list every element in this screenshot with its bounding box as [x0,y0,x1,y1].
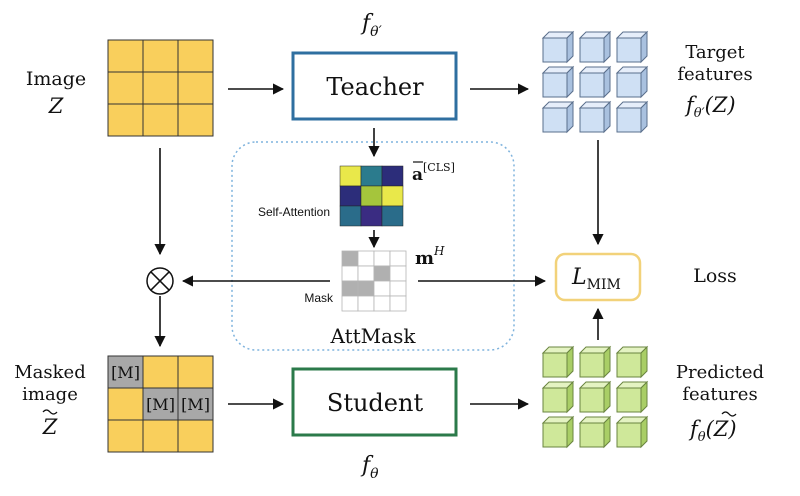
predicted-label-line2: features [682,384,757,405]
mask-token-1: [M] [111,363,140,382]
loss-mim-label: LMIM [571,265,621,293]
self-attention-heatmap [339,165,404,227]
mask-cell [389,250,407,267]
mask-cell [357,250,375,267]
teacher-label: Teacher [326,73,424,101]
mask-cell [341,280,359,297]
attention-cell [339,205,362,227]
target-features-cubes [542,31,648,133]
mask-cell [373,280,391,297]
mask-token-2: [M] [146,395,175,414]
attention-cell [360,165,383,187]
attention-cell [339,185,362,207]
student-label: Student [327,389,424,417]
predicted-formula: fθ(Z) [688,417,737,445]
loss-label: Loss [693,265,737,287]
predicted-label-line1: Predicted [676,362,764,383]
predicted-tilde [721,411,737,417]
masked-var: Z [42,415,58,439]
teacher-func-label: fθ′ [360,11,383,40]
mask-cell [389,280,407,297]
image-grid [107,39,214,137]
m-h-label: mH [415,244,445,269]
loss-box [554,252,642,302]
attmask-region [231,141,515,351]
masked-image-grid [107,355,214,453]
attention-cell [360,205,383,227]
student-box [291,367,458,437]
teacher-box [291,51,458,121]
masked-label-line2: image [22,384,78,405]
attention-mask-grid [341,250,407,312]
predicted-features-cubes [542,346,648,448]
mask-cell [341,295,359,312]
mask-cell [357,265,375,282]
masked-label-line1: Masked [14,362,85,383]
target-label-line1: Target [685,42,745,63]
mask-cell [341,250,359,267]
mask-cell [373,250,391,267]
mask-cell [357,295,375,312]
otimes-operator [146,267,174,295]
target-formula: fθ′(Z) [684,93,736,121]
mask-cell [373,295,391,312]
self-attention-label: Self-Attention [258,205,330,219]
attention-cell [381,165,404,187]
masked-tilde [42,409,58,415]
mask-cell [357,280,375,297]
mask-cell [373,265,391,282]
image-label: Image [26,68,86,90]
target-label-line2: features [677,64,752,85]
attmask-label: AttMask [330,324,417,348]
image-var: Z [48,94,64,118]
mask-cell [389,265,407,282]
attention-cell [339,165,362,187]
attention-cell [381,205,404,227]
cls-token-label: a[CLS] [412,161,455,185]
attention-cell [360,185,383,207]
mask-label: Mask [304,291,334,305]
attention-cell [381,185,404,207]
mask-token-3: [M] [181,395,210,414]
mask-cell [389,295,407,312]
mask-cell [341,265,359,282]
student-func-label: fθ [360,453,379,482]
